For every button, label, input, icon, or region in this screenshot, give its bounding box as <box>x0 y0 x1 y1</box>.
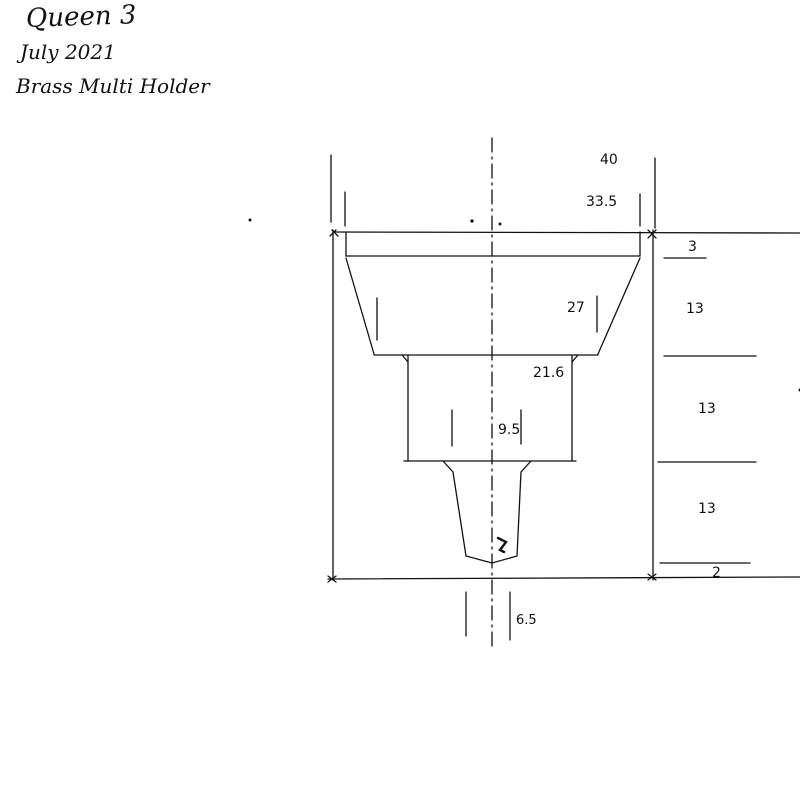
dim-flange-width: 33.5 <box>586 194 617 210</box>
dim-tip-diameter: 6.5 <box>516 613 537 628</box>
step-chamfer-left <box>401 354 409 363</box>
dim-section-1-height: 13 <box>686 301 704 317</box>
speck <box>470 219 474 223</box>
dim-section-2-height: 13 <box>698 401 716 417</box>
dim-cone-width: 27 <box>567 300 585 316</box>
title-block: Queen 3 July 2021 Brass Multi Holder <box>16 0 256 98</box>
cone-right-side <box>597 257 641 355</box>
speck <box>498 222 502 226</box>
speck <box>248 218 252 222</box>
step-chamfer-right <box>571 354 579 363</box>
corner-mark-top-right <box>647 229 657 239</box>
corner-mark-top-left <box>329 229 339 237</box>
flange-top-edge <box>334 231 800 234</box>
drawing-date: July 2021 <box>20 40 116 64</box>
nozzle-tip-mark <box>496 536 508 554</box>
part-name: Brass Multi Holder <box>16 74 210 98</box>
base-line <box>327 576 800 580</box>
dim-bore-diameter: 9.5 <box>498 422 520 438</box>
corner-mark-bottom-right <box>647 573 657 581</box>
dim-overall-width: 40 <box>600 152 618 168</box>
dim-section-3-height: 13 <box>698 501 716 517</box>
corner-mark-bottom-left <box>327 575 337 583</box>
nozzle-outline <box>442 460 532 564</box>
dim-step-diameter: 21.6 <box>533 365 564 381</box>
dim-flange-height: 3 <box>688 239 697 255</box>
dim-base-height: 2 <box>712 565 721 581</box>
cone-left-side <box>345 257 375 355</box>
